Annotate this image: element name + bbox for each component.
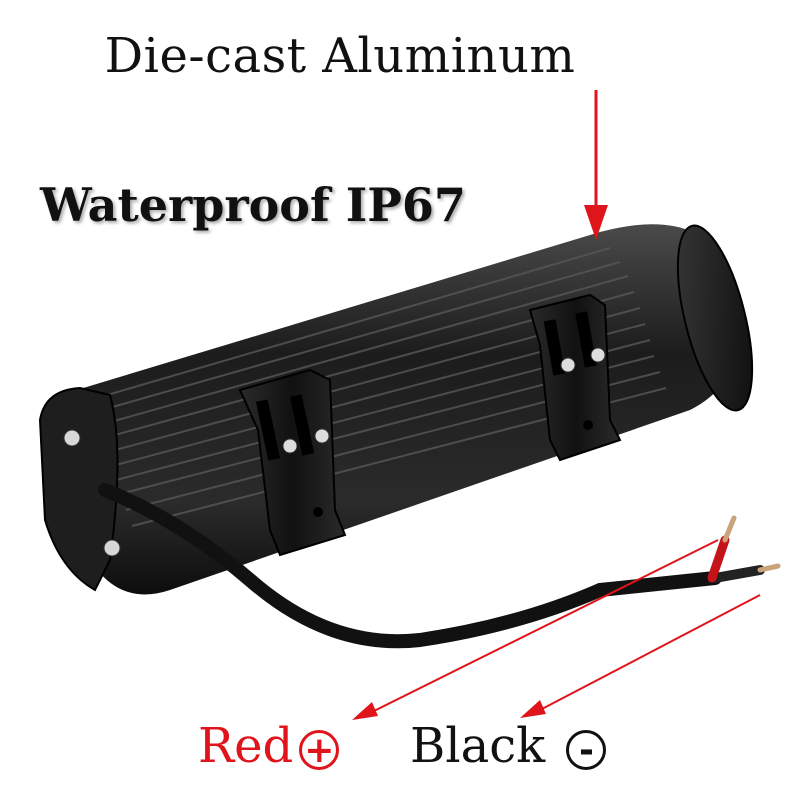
arrow-to-black — [539, 594, 761, 711]
arrow-head-red — [352, 702, 378, 720]
material-label: Die-cast Aluminum — [104, 28, 576, 84]
arrow-head-black — [520, 700, 546, 718]
mounting-bracket-left — [238, 368, 347, 557]
plus-icon: + — [299, 729, 340, 770]
red-wire-label: Red+ — [198, 718, 340, 774]
arrow-head-housing — [584, 205, 608, 240]
left-end-plate — [38, 386, 121, 592]
black-wire-label: Black - — [410, 718, 607, 774]
mounting-bracket-right — [528, 293, 622, 462]
light-bar-housing — [70, 224, 754, 595]
arrow-to-red — [371, 539, 719, 713]
waterproof-rating-label: Waterproof IP67 — [40, 178, 466, 232]
red-wire-text: Red — [198, 718, 294, 774]
black-wire-text: Black — [410, 718, 546, 774]
power-cable — [98, 483, 781, 649]
minus-icon: - — [566, 729, 607, 770]
annotation-arrows — [352, 90, 761, 720]
